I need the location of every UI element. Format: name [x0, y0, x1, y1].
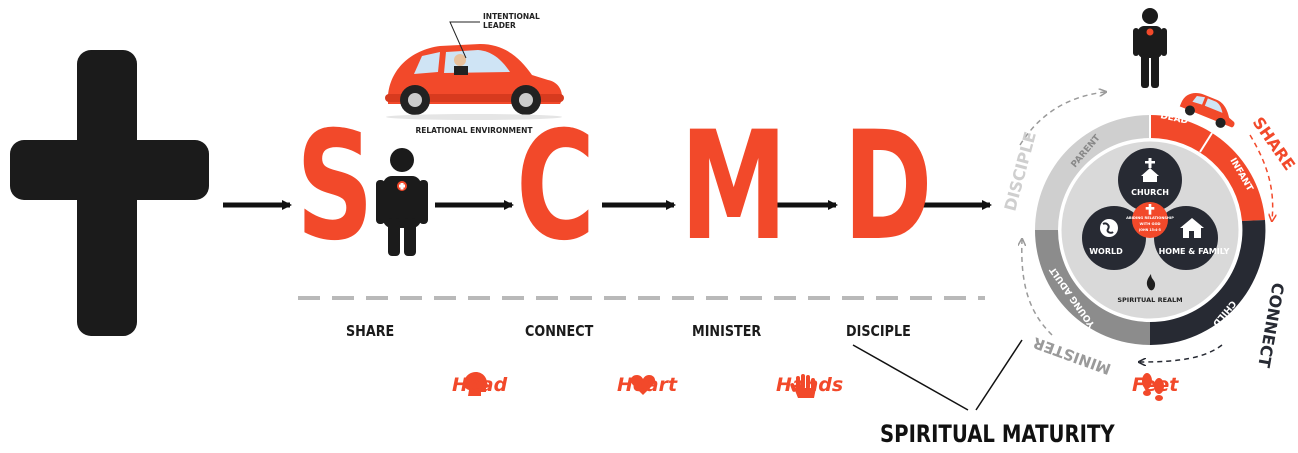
- house-icon: [1180, 218, 1204, 238]
- letter-d: D: [843, 100, 933, 274]
- letter-m: M: [680, 100, 787, 274]
- globe-icon: [1100, 219, 1118, 237]
- center-text-1: ABIDING RELATIONSHIP: [1126, 216, 1174, 220]
- ring-dead-infant: [1150, 114, 1265, 221]
- outer-label-disciple: DISCIPLE: [1001, 130, 1040, 213]
- car-illustration: [385, 21, 564, 120]
- cross-icon: [10, 50, 209, 336]
- leader-label-2: LEADER: [483, 21, 516, 30]
- letter-c: C: [516, 100, 595, 274]
- outer-label-minister: MINISTER: [1030, 333, 1113, 378]
- word-hands: Hands: [776, 374, 844, 396]
- outer-label-share: SHARE: [1249, 113, 1298, 173]
- center-text-2: WITH GOD: [1140, 222, 1161, 226]
- car-captions: INTENTIONAL LEADER RELATIONAL ENVIRONMEN…: [415, 12, 539, 135]
- heart-icon: [630, 375, 656, 395]
- head-icon: [464, 372, 489, 396]
- maturity-pointer-lines: [852, 339, 1023, 411]
- environment-label: RELATIONAL ENVIRONMENT: [415, 126, 533, 135]
- footprints-icon: [1142, 373, 1164, 401]
- hand-icon: [790, 374, 816, 398]
- ring-child: [1150, 220, 1266, 346]
- world-circle: [1082, 206, 1146, 270]
- spiritual-maturity-label: SPIRITUAL MATURITY: [880, 420, 1115, 448]
- word-heart: Heart: [617, 374, 678, 396]
- leader-label-1: INTENTIONAL: [483, 12, 540, 21]
- center-cross-icon: [1145, 204, 1155, 215]
- label-disciple: DISCIPLE: [846, 322, 911, 340]
- label-connect: CONNECT: [525, 322, 594, 340]
- center-text-3: JOHN 15:4-5: [1138, 228, 1161, 232]
- label-minister: MINISTER: [692, 322, 762, 340]
- label-share: SHARE: [346, 322, 395, 340]
- circle-label-home-family: HOME & FAMILY: [1159, 247, 1230, 256]
- circle-label-church: CHURCH: [1131, 188, 1169, 197]
- ring-parent: [1035, 115, 1150, 230]
- flame-icon: [1146, 274, 1156, 291]
- small-car-icon: [1179, 92, 1235, 128]
- outer-label-connect: CONNECT: [1254, 281, 1288, 369]
- person-icon: [376, 148, 428, 256]
- word-head: Head: [452, 374, 508, 396]
- church-icon: [1141, 158, 1159, 182]
- letter-s: S: [296, 100, 374, 274]
- cycle-person-icon: [1133, 8, 1167, 88]
- spiritual-realm-label: SPIRITUAL REALM: [1117, 296, 1182, 304]
- arrow-share-connect: [1249, 134, 1273, 220]
- circle-label-world: WORLD: [1089, 247, 1123, 256]
- ring-young-adult: [1035, 230, 1150, 345]
- arrow-connect-minister: [1140, 344, 1223, 362]
- center-dot: [1132, 202, 1168, 238]
- word-feet: Feet: [1132, 374, 1179, 396]
- cycle-diagram: [1020, 8, 1273, 362]
